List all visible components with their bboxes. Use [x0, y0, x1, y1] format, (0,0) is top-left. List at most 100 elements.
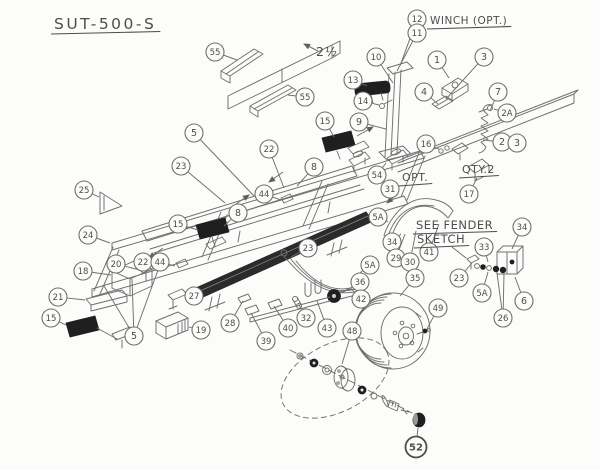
front-small-parts: [85, 193, 294, 340]
callout-number: 11: [412, 29, 423, 39]
label-underline: [50, 30, 161, 35]
see-fender-label: SEE FENDER: [416, 218, 493, 232]
callout-number: 25: [79, 186, 90, 196]
callout-16: 16: [416, 134, 440, 154]
callout-number: 13: [348, 76, 359, 86]
suspension: [244, 249, 366, 323]
callout-circle: [497, 103, 517, 123]
callout-circle: [259, 139, 279, 159]
fender: [383, 198, 454, 240]
callout-3: 3: [507, 133, 527, 153]
callout-26: 26: [493, 272, 513, 328]
leader-line: [441, 67, 450, 79]
callout-number: 15: [46, 314, 57, 324]
callout-number: 15: [320, 117, 331, 127]
leader-line: [511, 235, 519, 250]
callout-number: 26: [498, 314, 509, 324]
callout-number: 5: [131, 331, 137, 342]
leader-line: [472, 177, 478, 186]
leader-line: [136, 269, 159, 328]
callout-circle: [298, 238, 318, 258]
callout-number: 2A: [501, 109, 512, 119]
callout-number: 7: [495, 87, 501, 98]
callout-circle: [404, 435, 428, 459]
callout-number: 15: [173, 220, 184, 230]
callout-22: 22: [259, 139, 285, 189]
leader-line: [396, 41, 413, 72]
keel-rollers: [65, 130, 370, 349]
callout-number: 41: [424, 248, 435, 258]
callout-circle: [296, 308, 316, 328]
leader-line: [188, 326, 192, 329]
direction-arrow: [356, 126, 374, 137]
callout-circle: [428, 298, 448, 318]
leader-line: [103, 285, 130, 329]
callout-circle: [278, 318, 298, 338]
callout-number: 44: [155, 258, 166, 268]
callout-18: 18: [73, 261, 112, 281]
callout-circle: [512, 217, 532, 237]
bunk-boards: [220, 40, 341, 118]
callout-48: 48: [341, 321, 362, 365]
callout-11: 11: [396, 23, 427, 72]
callout-circle: [474, 237, 494, 257]
leader-line: [92, 271, 112, 276]
leader-line: [223, 219, 232, 227]
callout-49: 49: [426, 298, 448, 330]
callout-number: 31: [385, 185, 396, 195]
callout-19: 19: [188, 320, 211, 340]
callout-8: 8: [223, 203, 248, 227]
callout-number: 48: [347, 327, 358, 337]
callout-number: 42: [356, 295, 367, 305]
leader-line: [59, 321, 67, 326]
callout-7: 7: [488, 82, 508, 112]
callout-number: 5A: [372, 213, 383, 223]
callout-circle: [414, 82, 434, 102]
callout-number: 3: [514, 138, 520, 149]
callout-number: 55: [300, 93, 311, 103]
leader-line: [316, 300, 325, 320]
sketch-label: SKETCH: [417, 232, 465, 246]
callout-circle: [343, 70, 363, 90]
callout-circle: [205, 42, 225, 62]
callout-number: 29: [391, 254, 402, 264]
callout-circle: [360, 255, 380, 275]
callout-number: 40: [283, 324, 294, 334]
callout-number: 24: [83, 231, 94, 241]
callout-number: 35: [410, 274, 421, 284]
leader-line: [187, 171, 226, 204]
callout-number: 19: [196, 326, 207, 336]
callout-number: 9: [356, 117, 362, 128]
drawing-title: SUT-500-S: [54, 15, 156, 33]
leader-line: [272, 196, 282, 201]
callout-34: 34: [511, 217, 532, 250]
callout-number: 55: [210, 48, 221, 58]
callout-44: 44: [150, 252, 176, 272]
callout-circle: [368, 207, 388, 227]
leader-line: [92, 193, 100, 198]
callout-number: 21: [53, 293, 64, 303]
callout-number: 23: [454, 274, 465, 284]
callout-circle: [366, 47, 386, 67]
leader-line: [186, 226, 199, 231]
leader-line: [361, 83, 368, 87]
hub-exploded-view: [280, 337, 426, 428]
diagram-artwork: [65, 40, 579, 428]
leader-line: [67, 297, 86, 301]
callout-number: 36: [355, 278, 366, 288]
leader-line: [131, 278, 135, 327]
callout-42: 42: [351, 289, 371, 309]
callout-25: 25: [74, 180, 100, 200]
leader-line: [368, 123, 387, 130]
label-underline: [412, 230, 498, 235]
callout-17: 17: [459, 177, 479, 204]
callout-circle: [342, 321, 362, 341]
leader-line: [434, 146, 440, 150]
callout-number: 5A: [364, 261, 375, 271]
callout-35: 35: [399, 268, 425, 297]
callout-2: 2: [482, 132, 512, 152]
callout-number: 30: [405, 258, 416, 268]
leader-line: [382, 162, 387, 168]
